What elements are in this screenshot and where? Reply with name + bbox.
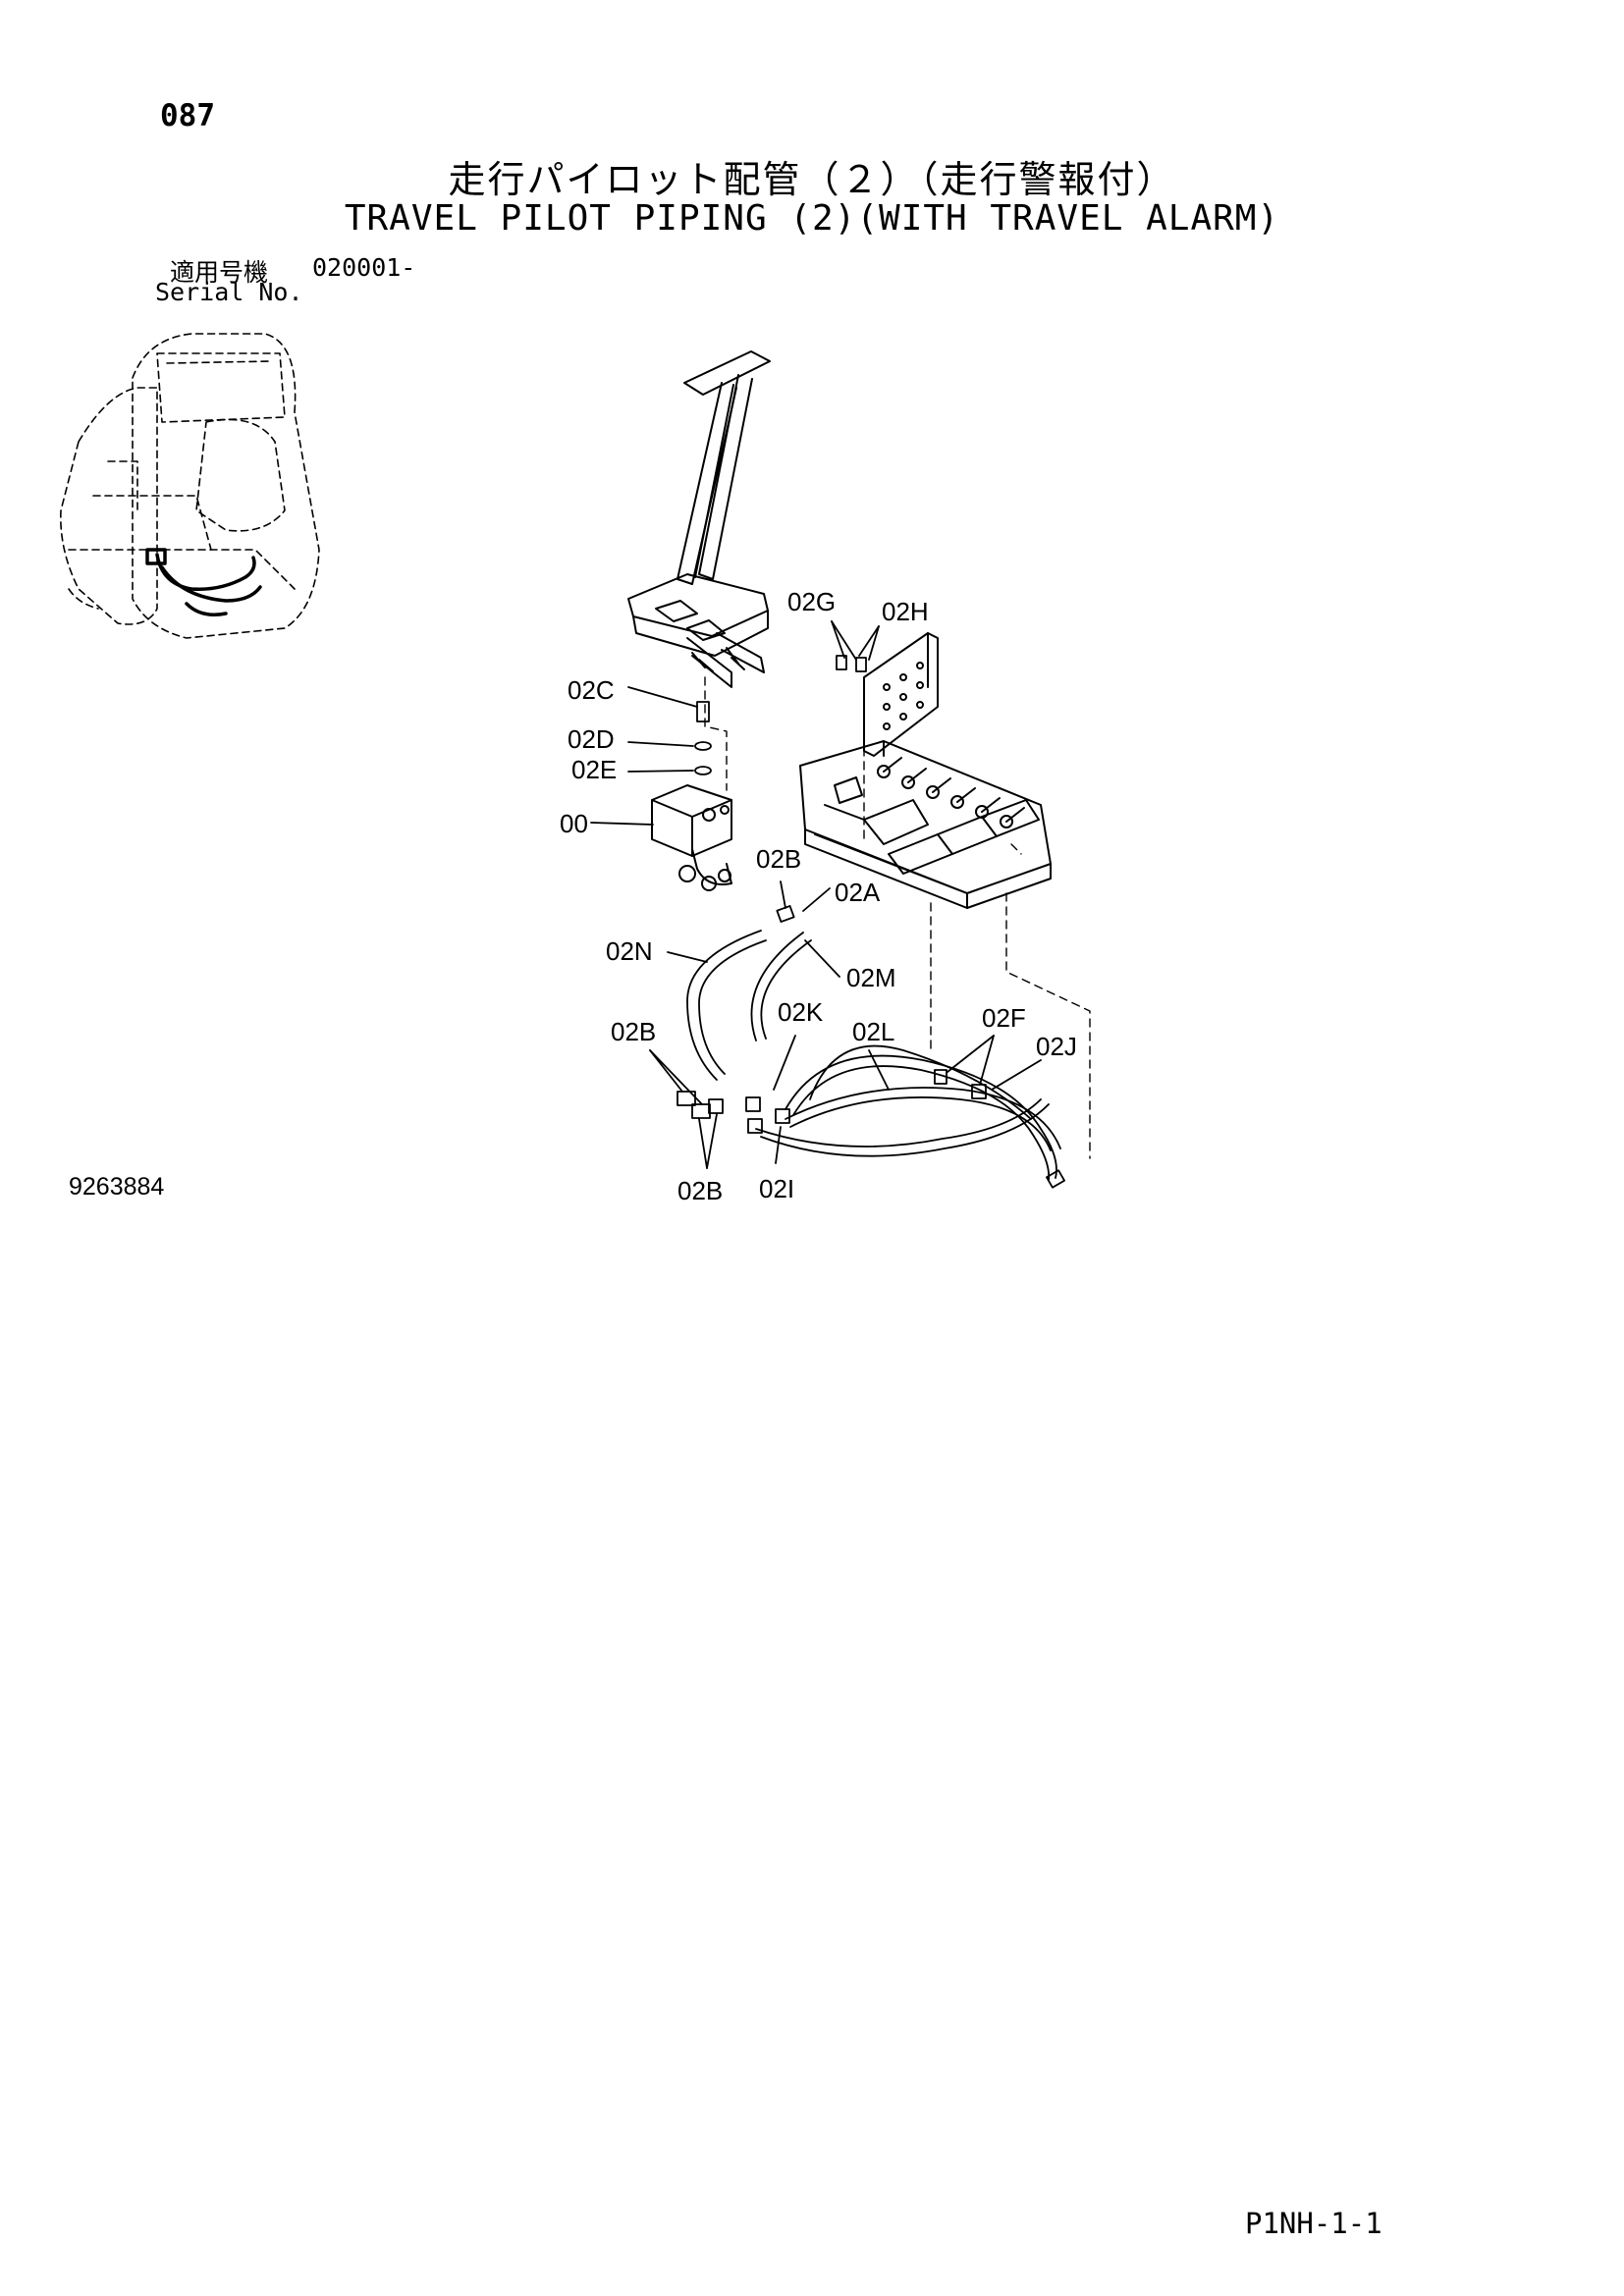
serial-label-english: Serial No. [155,278,303,306]
callout-02K: 02K [778,997,824,1027]
callout-02M: 02M [846,963,896,992]
callout-02B-left: 02B [611,1017,656,1046]
travel-pedal-lever-assembly [627,350,771,688]
hoses [686,930,1061,1181]
sheet-code: P1NH-1-1 [1245,2207,1382,2240]
travel-alarm-switch-block [651,784,732,891]
callout-02L: 02L [852,1017,894,1046]
serial-label-japanese: 適用号機 [170,258,269,287]
page-title-japanese: 走行パイロット配管（２）（走行警報付） [448,158,1176,201]
control-valve-bank [799,740,1052,909]
callout-00: 00 [560,809,588,838]
callout-02H: 02H [882,597,929,626]
callout-02D: 02D [568,724,615,754]
fittings [677,655,1065,1189]
leader-lines [590,620,1042,1169]
callout-02I: 02I [759,1174,794,1203]
cab-location-thumbnail [60,333,320,639]
callout-02F: 02F [982,1003,1026,1033]
callout-02C: 02C [568,675,615,705]
callout-02B-top: 02B [756,844,801,874]
callout-02A: 02A [835,878,881,907]
callout-02G: 02G [787,587,836,616]
callout-labels: 02G 02H 02C 02D 02E 00 02B 02A 02N 02M 0… [560,587,1077,1205]
page-number: 087 [160,98,215,133]
callout-02E: 02E [571,755,617,784]
callout-02J: 02J [1036,1032,1077,1061]
alignment-lines [704,676,1091,1159]
page-title-english: TRAVEL PILOT PIPING (2)(WITH TRAVEL ALAR… [344,198,1280,239]
drawing-number: 9263884 [69,1173,165,1201]
serial-number-value: 020001- [312,253,416,282]
callout-02N: 02N [606,936,653,966]
cab-harness-highlight [145,548,262,616]
bracket-plate [863,632,939,757]
callout-02B-bottom: 02B [677,1176,723,1205]
